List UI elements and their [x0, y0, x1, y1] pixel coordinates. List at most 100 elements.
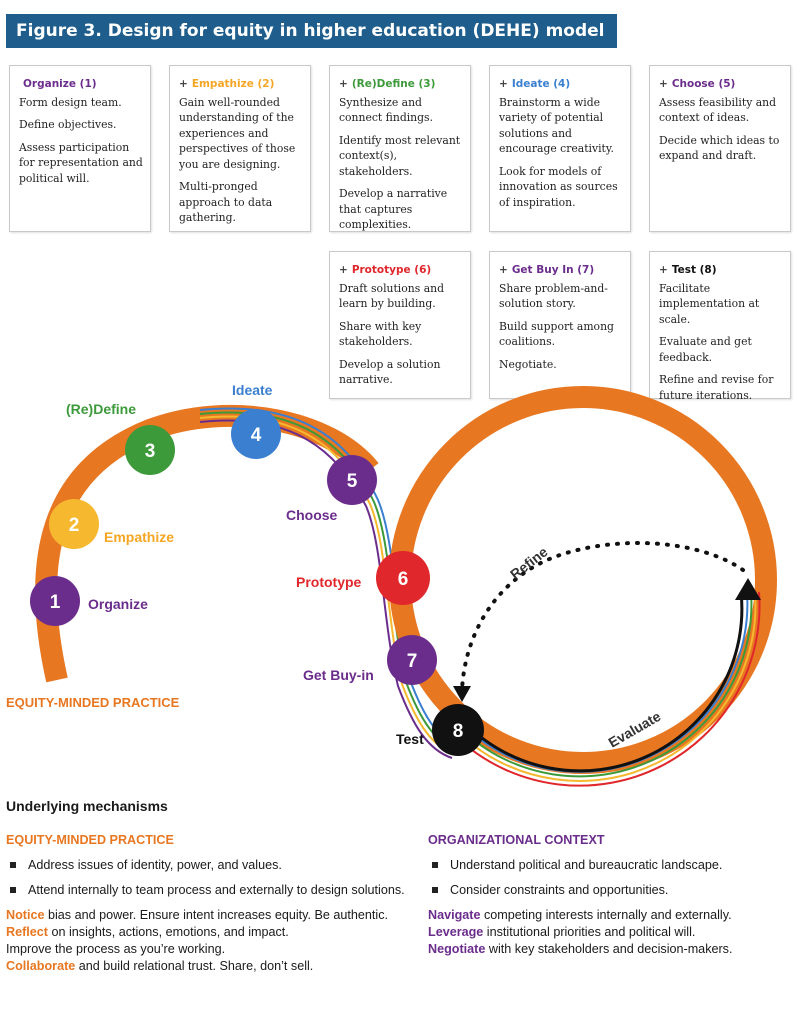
- card-line: Build support among coalitions.: [499, 319, 614, 349]
- card-line: Form design team.: [19, 95, 122, 109]
- card-prototype: +Prototype (6) Draft solutions and learn…: [329, 251, 471, 399]
- keyword: Negotiate: [428, 942, 486, 956]
- step-number: 2: [69, 515, 80, 536]
- keyword: Leverage: [428, 925, 484, 939]
- card-heading-text: Empathize (2): [191, 78, 275, 90]
- step-number: 3: [145, 441, 156, 462]
- rainbow-lines: [199, 407, 459, 759]
- step-label-prototype: Prototype: [296, 574, 362, 590]
- keyword: Collaborate: [6, 959, 76, 973]
- org-line: Navigate competing interests internally …: [428, 907, 798, 924]
- card-line: Share problem-and-solution story.: [499, 281, 608, 311]
- figure-title: Figure 3. Design for equity in higher ed…: [6, 14, 617, 48]
- step-label-test: Test: [396, 731, 424, 747]
- evaluate-arrowhead: [735, 578, 761, 600]
- equity-heading: EQUITY-MINDED PRACTICE: [6, 833, 174, 847]
- card-get-buy-in: +Get Buy In (7) Share problem-and-soluti…: [489, 251, 631, 399]
- step-label-empathize: Empathize: [104, 529, 174, 545]
- org-column: ORGANIZATIONAL CONTEXT Understand politi…: [428, 832, 798, 958]
- equity-column: EQUITY-MINDED PRACTICE Address issues of…: [6, 832, 406, 975]
- card-empathize: +Empathize (2) Gain well-rounded underst…: [169, 65, 311, 232]
- card-test: +Test (8) Facilitate implementation at s…: [649, 251, 791, 402]
- card-line: Look for models of innovation as sources…: [499, 164, 618, 209]
- equity-line: Collaborate and build relational trust. …: [6, 958, 406, 975]
- line-text: with key stakeholders and decision-maker…: [485, 942, 733, 956]
- list-item: Attend internally to team process and ex…: [6, 882, 406, 899]
- card-heading: +Choose (5): [659, 77, 784, 93]
- step-label-get-buy-in: Get Buy-in: [303, 667, 374, 683]
- card-heading: Organize (1): [19, 77, 144, 93]
- step-node-1: 1: [30, 576, 80, 626]
- step-node-5: 5: [327, 455, 377, 505]
- plus-icon: +: [339, 264, 348, 276]
- plus-icon: +: [179, 78, 188, 90]
- card-heading: +Get Buy In (7): [499, 263, 624, 279]
- step-label-choose: Choose: [286, 507, 338, 523]
- line-text: competing interests internally and exter…: [480, 908, 732, 922]
- equity-bullets: Address issues of identity, power, and v…: [6, 857, 406, 899]
- card-heading-text: Organize (1): [23, 78, 97, 90]
- line-text: institutional priorities and political w…: [483, 925, 696, 939]
- step-number: 1: [50, 592, 61, 613]
- list-item: Address issues of identity, power, and v…: [6, 857, 406, 874]
- step-node-4: 4: [231, 409, 281, 459]
- equity-minded-practice-label: EQUITY-MINDED PRACTICE: [6, 695, 180, 710]
- card-line: Develop a solution narrative.: [339, 357, 441, 387]
- equity-line: Improve the process as you’re working.: [6, 941, 406, 958]
- dehe-process-diagram: Refine Evaluate 1 Organize 2 Empathize 3…: [6, 382, 777, 787]
- equity-line: Reflect on insights, actions, emotions, …: [6, 924, 406, 941]
- step-number: 7: [407, 651, 418, 672]
- org-bullets: Understand political and bureaucratic la…: [428, 857, 798, 899]
- card-line: Draft solutions and learn by building.: [339, 281, 444, 311]
- step-number: 8: [453, 721, 464, 742]
- card-line: Share with key stakeholders.: [339, 319, 422, 349]
- line-text: Improve the process as you’re working.: [6, 942, 226, 956]
- org-line: Negotiate with key stakeholders and deci…: [428, 941, 798, 958]
- keyword: Notice: [6, 908, 45, 922]
- card-heading: +Ideate (4): [499, 77, 624, 93]
- mechanisms-title: Underlying mechanisms: [6, 798, 168, 814]
- plus-icon: +: [659, 264, 668, 276]
- card-line: Evaluate and get feedback.: [659, 335, 752, 364]
- card-heading-text: Get Buy In (7): [511, 264, 595, 276]
- plus-icon: +: [339, 78, 348, 90]
- card-heading: +(Re)Define (3): [339, 77, 464, 93]
- step-label-ideate: Ideate: [232, 382, 273, 398]
- card-choose: +Choose (5) Assess feasibility and conte…: [649, 65, 791, 232]
- step-label-redefine: (Re)Define: [66, 401, 136, 417]
- refine-dotted-arc: [460, 541, 745, 692]
- card-line: Decide which ideas to expand and draft.: [659, 133, 780, 163]
- card-line: Synthesize and connect findings.: [339, 95, 434, 125]
- equity-line: Notice bias and power. Ensure intent inc…: [6, 907, 406, 924]
- step-label-organize: Organize: [88, 596, 148, 612]
- keyword: Navigate: [428, 908, 481, 922]
- org-line: Leverage institutional priorities and po…: [428, 924, 798, 941]
- step-node-3: 3: [125, 425, 175, 475]
- card-line: Assess participation for representation …: [19, 140, 143, 185]
- card-line: Refine and revise for future iterations.: [659, 373, 774, 402]
- card-heading: +Test (8): [659, 263, 784, 279]
- card-organize: Organize (1) Form design team. Define ob…: [9, 65, 151, 232]
- step-node-8: 8: [432, 704, 484, 756]
- card-heading: +Empathize (2): [179, 77, 304, 93]
- refine-label: Refine: [507, 543, 551, 582]
- card-line: Multi-pronged approach to data gathering…: [179, 180, 273, 224]
- org-heading: ORGANIZATIONAL CONTEXT: [428, 833, 605, 847]
- step-number: 5: [347, 471, 358, 492]
- equity-arc: [35, 404, 379, 683]
- card-line: Develop a narrative that captures comple…: [339, 187, 448, 231]
- plus-icon: +: [659, 78, 668, 90]
- card-heading-text: Test (8): [671, 264, 717, 276]
- card-ideate: +Ideate (4) Brainstorm a wide variety of…: [489, 65, 631, 232]
- plus-icon: +: [499, 264, 508, 276]
- card-heading-text: Prototype (6): [351, 264, 432, 276]
- card-line: Assess feasibility and context of ideas.: [659, 95, 777, 125]
- card-heading-text: (Re)Define (3): [351, 78, 436, 90]
- card-heading-text: Choose (5): [671, 78, 736, 90]
- list-item: Understand political and bureaucratic la…: [428, 857, 798, 874]
- card-heading: +Prototype (6): [339, 263, 464, 279]
- step-node-7: 7: [387, 635, 437, 685]
- plus-icon: +: [499, 78, 508, 90]
- card-line: Define objectives.: [19, 118, 117, 131]
- card-line: Identify most relevant context(s), stake…: [339, 133, 461, 178]
